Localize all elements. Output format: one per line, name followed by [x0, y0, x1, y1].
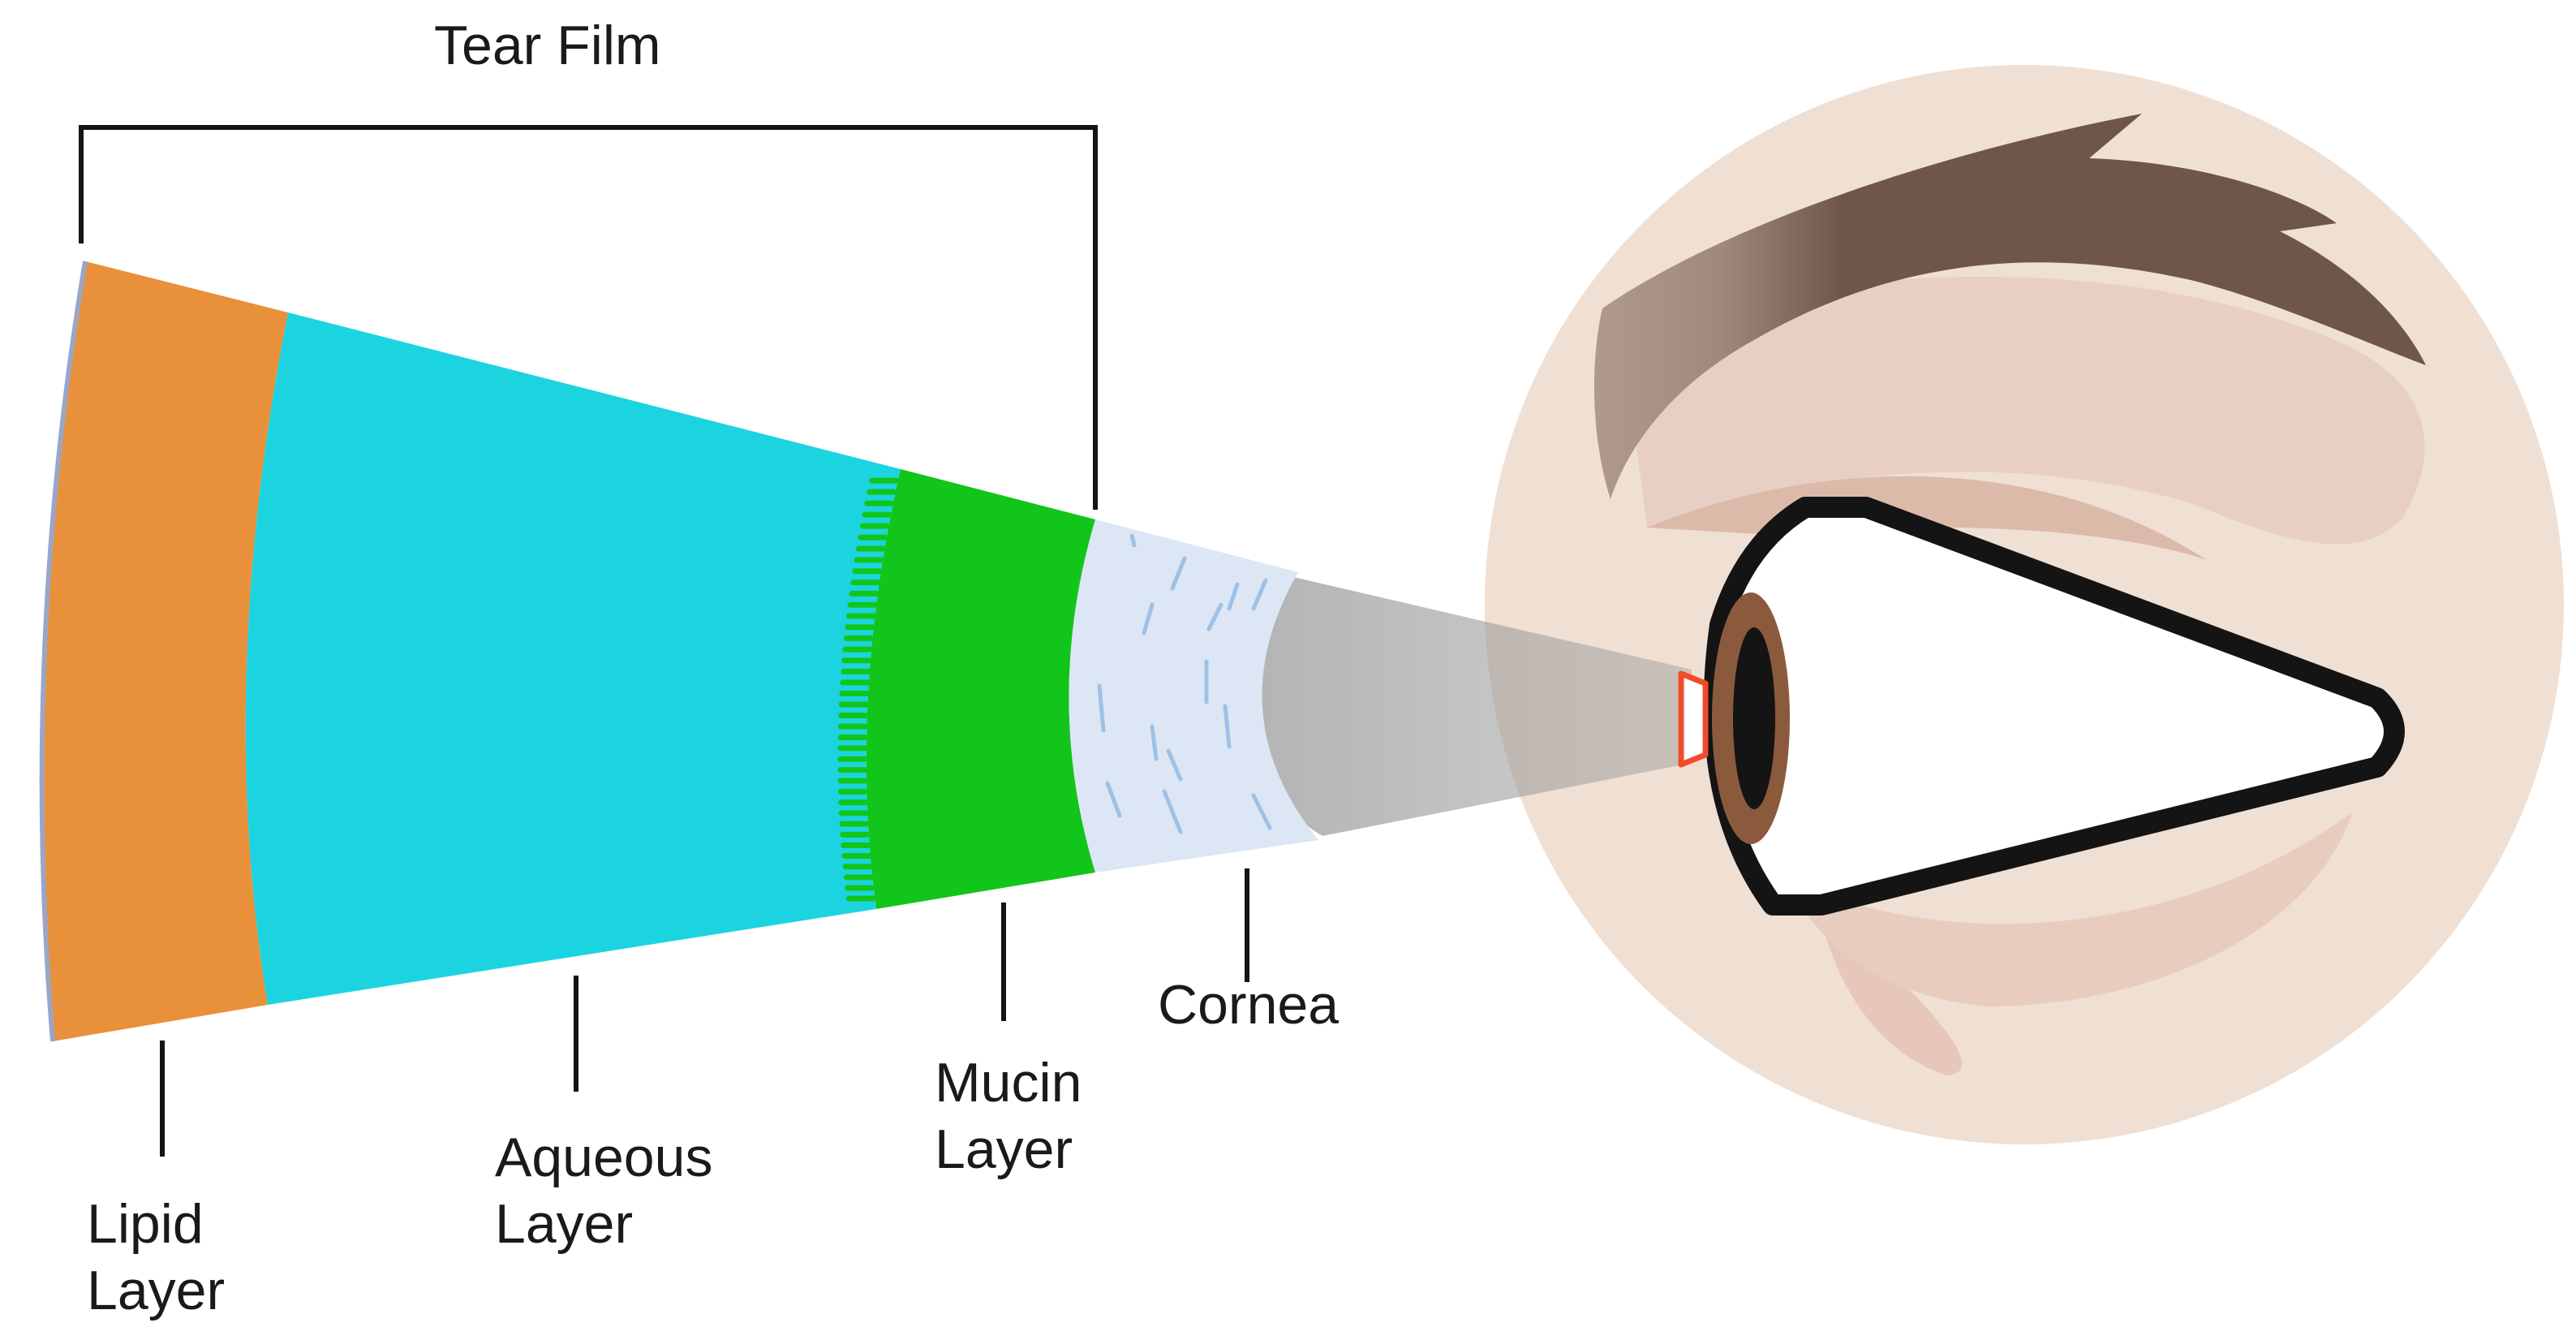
aqueous-layer-band [245, 312, 901, 1005]
brow-ridge-shade [1623, 276, 2425, 545]
aqueous-label-line2: Layer [495, 1193, 634, 1255]
cheek-shade [1785, 812, 2353, 1006]
tear-film-title: Tear Film [434, 15, 661, 76]
lipid-layer-edge [39, 261, 88, 1042]
mucin-label-line2: Layer [935, 1118, 1073, 1180]
light-beam [1245, 576, 1692, 836]
pupil [1733, 627, 1775, 809]
cornea-marker [1678, 670, 1709, 768]
upper-eyelid-shade [1647, 476, 2207, 560]
cornea-cell-dashes [1097, 533, 1272, 834]
eyebrow [1594, 114, 2426, 499]
cornea-label: Cornea [1158, 974, 1340, 1036]
tear-film-bracket [79, 125, 1098, 510]
eye-cross-section [1678, 497, 2405, 916]
aqueous-label-line1: Aqueous [495, 1127, 713, 1188]
lipid-label-line2: Layer [87, 1260, 226, 1321]
mucin-label-line1: Mucin [935, 1052, 1082, 1114]
leader-lines [160, 868, 1249, 1157]
lipid-label-line1: Lipid [87, 1193, 204, 1255]
mucin-glycocalyx-fringe [837, 477, 900, 902]
mucin-layer-band [866, 469, 1095, 909]
mucin-layer-label: Mucin Layer [935, 1049, 1082, 1183]
tear-film-wedge [39, 261, 1318, 1042]
aqueous-layer-label: Aqueous Layer [495, 1124, 712, 1257]
lipid-layer-band [41, 261, 289, 1041]
lipid-layer-label: Lipid Layer [87, 1191, 225, 1324]
